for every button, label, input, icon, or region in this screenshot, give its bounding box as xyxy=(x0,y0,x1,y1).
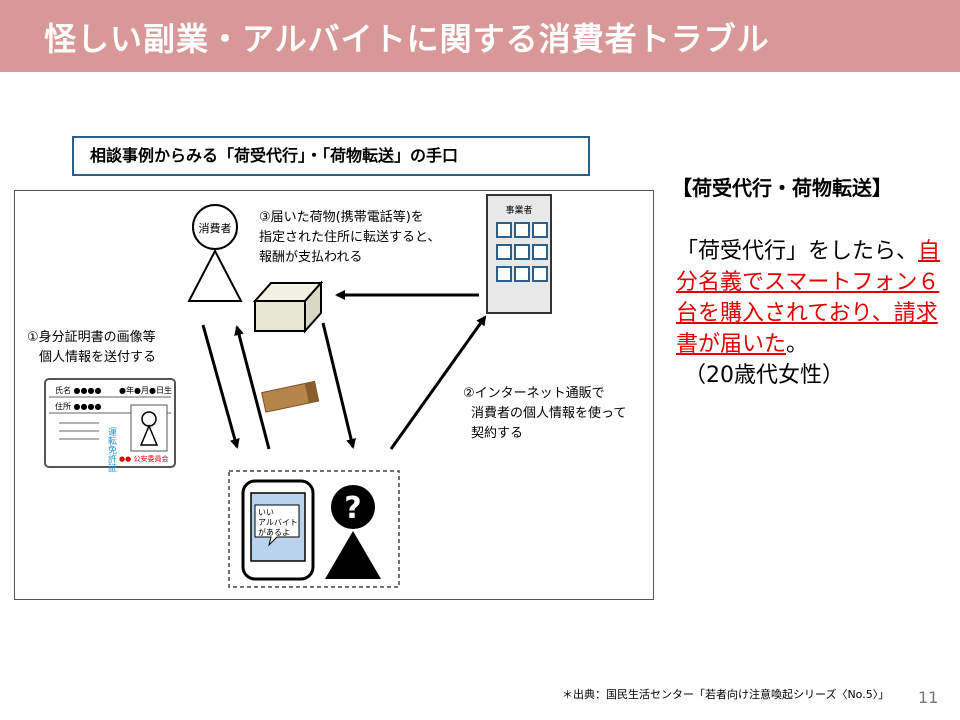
step2-line2: 消費者の個人情報を使って xyxy=(471,405,626,421)
step1-line2: 個人情報を送付する xyxy=(39,350,156,365)
unknown-person-icon: ? xyxy=(325,485,381,579)
id-card-birth: ●年●月●日生 xyxy=(119,385,172,395)
id-card-name: 氏名 ●●●● xyxy=(55,385,101,395)
case-text-highlight: 自分名義でスマートフォン６台を購入されており、請求書が届いた xyxy=(676,239,941,357)
envelope-icon xyxy=(261,380,320,413)
step3-text: ③届いた荷物(携帯電話等)を 指定された住所に転送すると、 報酬が支払われる xyxy=(259,209,440,265)
page-title: 怪しい副業・アルバイトに関する消費者トラブル xyxy=(44,20,770,58)
step3-line3: 報酬が支払われる xyxy=(259,250,362,265)
case-text-suffix: 。 xyxy=(786,332,809,357)
business-label: 事業者 xyxy=(505,204,532,216)
consumer-label: 消費者 xyxy=(199,221,232,235)
arrow-parcel-to-unknown xyxy=(321,322,356,449)
arrow-phone-to-consumer xyxy=(234,325,271,450)
id-card-icon: 氏名 ●●●● ●年●月●日生 住所 ●●●● 運転免許証 ●● 公安委員会 xyxy=(44,378,176,473)
scammer-area-dashed-box xyxy=(228,470,400,588)
arrow-consumer-to-phone xyxy=(201,324,240,449)
id-card-footer: ●● 公安委員会 xyxy=(119,454,168,463)
parcel-box-icon xyxy=(252,280,324,334)
case-text-prefix: 「荷受代行」をしたら、 xyxy=(676,239,919,264)
page-number: 11 xyxy=(918,688,939,707)
consumer-figure: 消費者 xyxy=(187,204,243,302)
step1-text: ①身分証明書の画像等 個人情報を送付する xyxy=(27,329,156,365)
scam-flow-diagram: 消費者 ③届いた荷物(携帯電話等)を 指定された住所に転送すると、 報酬が支払わ… xyxy=(14,190,654,600)
diagram-canvas: 消費者 ③届いた荷物(携帯電話等)を 指定された住所に転送すると、 報酬が支払わ… xyxy=(27,194,626,588)
id-card-license-text: 運転免許証 xyxy=(106,427,117,473)
step2-line3: 契約する xyxy=(471,426,523,441)
speech-bubble-icon xyxy=(254,504,300,547)
question-mark: ? xyxy=(344,491,361,526)
case-attribution: （20歳代女性） xyxy=(684,363,844,388)
step3-line1: ③届いた荷物(携帯電話等)を xyxy=(259,209,424,225)
consumer-body-icon xyxy=(187,248,243,302)
smartphone-icon: いい アルバイト があるよ xyxy=(241,479,315,581)
step2-text: ②インターネット通販で 消費者の個人情報を使って 契約する xyxy=(463,386,626,441)
bubble-line2: アルバイト xyxy=(258,518,298,527)
case-description: 「荷受代行」をしたら、自分名義でスマートフォン６台を購入されており、請求書が届い… xyxy=(676,236,948,391)
diagram-caption: 相談事例からみる「荷受代行」・「荷物転送」の手口 xyxy=(72,136,590,176)
arrow-unknown-to-business xyxy=(389,315,487,450)
step1-line1: ①身分証明書の画像等 xyxy=(27,329,156,345)
id-card-address: 住所 ●●●● xyxy=(55,401,101,411)
case-heading: 【荷受代行・荷物転送】 xyxy=(672,176,892,200)
title-banner: 怪しい副業・アルバイトに関する消費者トラブル xyxy=(0,0,960,72)
step3-line2: 指定された住所に転送すると、 xyxy=(259,230,440,245)
bubble-line3: があるよ xyxy=(258,527,290,537)
step2-line1: ②インターネット通販で xyxy=(463,386,605,401)
source-note: ＊出典：国民生活センター「若者向け注意喚起シリーズ〈No.5〉」 xyxy=(562,688,890,701)
business-building-icon: 事業者 xyxy=(486,194,552,314)
bubble-line1: いい xyxy=(258,508,274,517)
